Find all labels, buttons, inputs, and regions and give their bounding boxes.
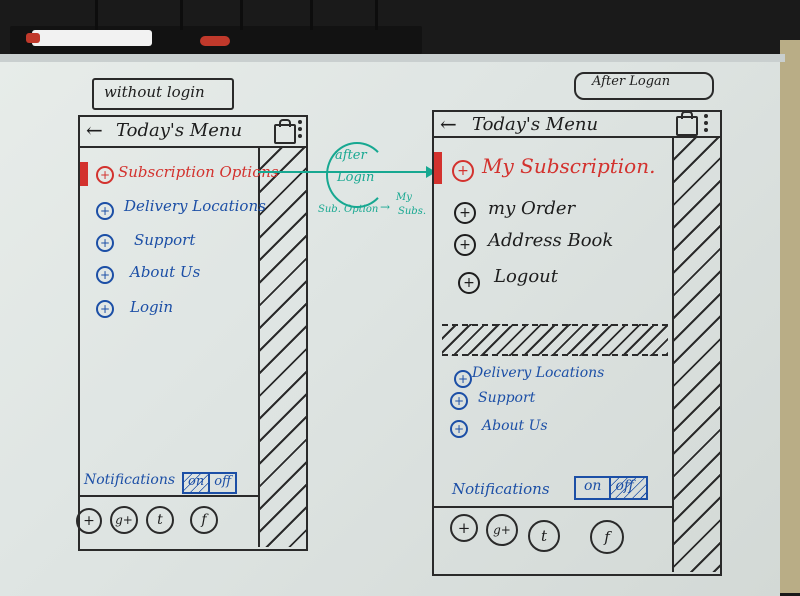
left-caption: without login bbox=[104, 83, 205, 101]
right-menu-my-order: my Order bbox=[488, 198, 576, 219]
right-caption: After Logan bbox=[592, 74, 671, 89]
right-google-plus-icon: g+ bbox=[486, 514, 518, 546]
left-title: Today's Menu bbox=[116, 120, 243, 141]
left-toggle-off: off bbox=[214, 474, 232, 489]
right-phone-sketch bbox=[432, 110, 722, 576]
left-menu-about: About Us bbox=[130, 263, 201, 281]
note-arrow-symbol: → bbox=[380, 200, 391, 214]
right-plus-icon-4: + bbox=[458, 272, 480, 294]
note-after: after bbox=[335, 148, 367, 163]
note-my: My bbox=[396, 192, 412, 203]
left-twitter-icon: t bbox=[146, 506, 174, 534]
right-toggle-on: on bbox=[576, 478, 612, 498]
left-bag-icon bbox=[274, 119, 296, 144]
left-menu-login: Login bbox=[130, 298, 174, 316]
right-share-plus-icon: + bbox=[450, 514, 478, 542]
left-google-plus-icon: g+ bbox=[110, 506, 138, 534]
left-caption-box bbox=[92, 78, 234, 110]
right-plus-icon-2: + bbox=[454, 202, 476, 224]
right-notifications-toggle: on off bbox=[574, 476, 648, 500]
left-back-icon: ← bbox=[86, 118, 103, 142]
wall bbox=[780, 40, 800, 593]
right-section-divider-band bbox=[442, 324, 668, 356]
left-menu-subscription: Subscription Options bbox=[118, 163, 279, 181]
right-menu-logout: Logout bbox=[494, 266, 558, 287]
note-arrow-head bbox=[426, 166, 436, 178]
right-plus-icon-1: + bbox=[452, 160, 474, 182]
right-active-indicator bbox=[434, 152, 442, 184]
left-plus-icon-2: + bbox=[96, 202, 114, 220]
right-more-icon bbox=[704, 114, 708, 135]
left-more-icon bbox=[298, 120, 302, 141]
left-share-plus-icon: + bbox=[76, 508, 102, 534]
left-plus-icon-3: + bbox=[96, 234, 114, 252]
right-menu-my-subscription: My Subscription. bbox=[482, 154, 656, 178]
left-facebook-icon: f bbox=[190, 506, 218, 534]
right-caption-box bbox=[574, 72, 714, 100]
right-back-icon: ← bbox=[440, 112, 457, 136]
right-plus-icon-5: + bbox=[454, 370, 472, 388]
tray-clip bbox=[200, 36, 230, 46]
right-menu-delivery: Delivery Locations bbox=[472, 365, 605, 381]
right-toggle-off: off bbox=[611, 478, 646, 498]
left-toggle-on: on bbox=[184, 474, 211, 492]
left-plus-icon-4: + bbox=[96, 266, 114, 284]
left-notifications-label: Notifications bbox=[84, 472, 176, 488]
note-login: Login bbox=[337, 170, 375, 185]
note-arrow-line bbox=[258, 171, 428, 173]
note-sub-option: Sub. Option bbox=[318, 204, 379, 215]
marker-pen bbox=[26, 30, 152, 46]
left-menu-delivery: Delivery Locations bbox=[124, 197, 266, 215]
left-header-divider bbox=[78, 146, 306, 148]
right-menu-about: About Us bbox=[482, 418, 548, 434]
left-phone-sketch bbox=[78, 115, 308, 551]
left-footer-divider bbox=[78, 495, 258, 497]
right-plus-icon-6: + bbox=[450, 392, 468, 410]
note-subs: Subs. bbox=[398, 206, 427, 217]
right-footer-divider bbox=[432, 506, 672, 508]
note-bracket bbox=[326, 142, 388, 208]
right-title: Today's Menu bbox=[472, 114, 599, 135]
right-menu-address-book: Address Book bbox=[488, 230, 614, 251]
right-bag-icon bbox=[676, 111, 698, 136]
right-drawer-shadow bbox=[672, 138, 720, 572]
right-plus-icon-7: + bbox=[450, 420, 468, 438]
right-notifications-label: Notifications bbox=[452, 480, 550, 498]
right-facebook-icon: f bbox=[590, 520, 624, 554]
left-drawer-shadow bbox=[258, 148, 306, 547]
board-frame bbox=[0, 54, 785, 62]
right-header-divider bbox=[432, 136, 722, 138]
left-menu-support: Support bbox=[134, 231, 196, 249]
right-plus-icon-3: + bbox=[454, 234, 476, 256]
right-menu-support: Support bbox=[478, 390, 536, 406]
left-active-indicator bbox=[80, 162, 88, 186]
left-notifications-toggle: on off bbox=[182, 472, 238, 494]
right-twitter-icon: t bbox=[528, 520, 560, 552]
left-plus-icon-5: + bbox=[96, 300, 114, 318]
marker-tray bbox=[10, 26, 422, 54]
left-plus-icon-1: + bbox=[96, 166, 114, 184]
